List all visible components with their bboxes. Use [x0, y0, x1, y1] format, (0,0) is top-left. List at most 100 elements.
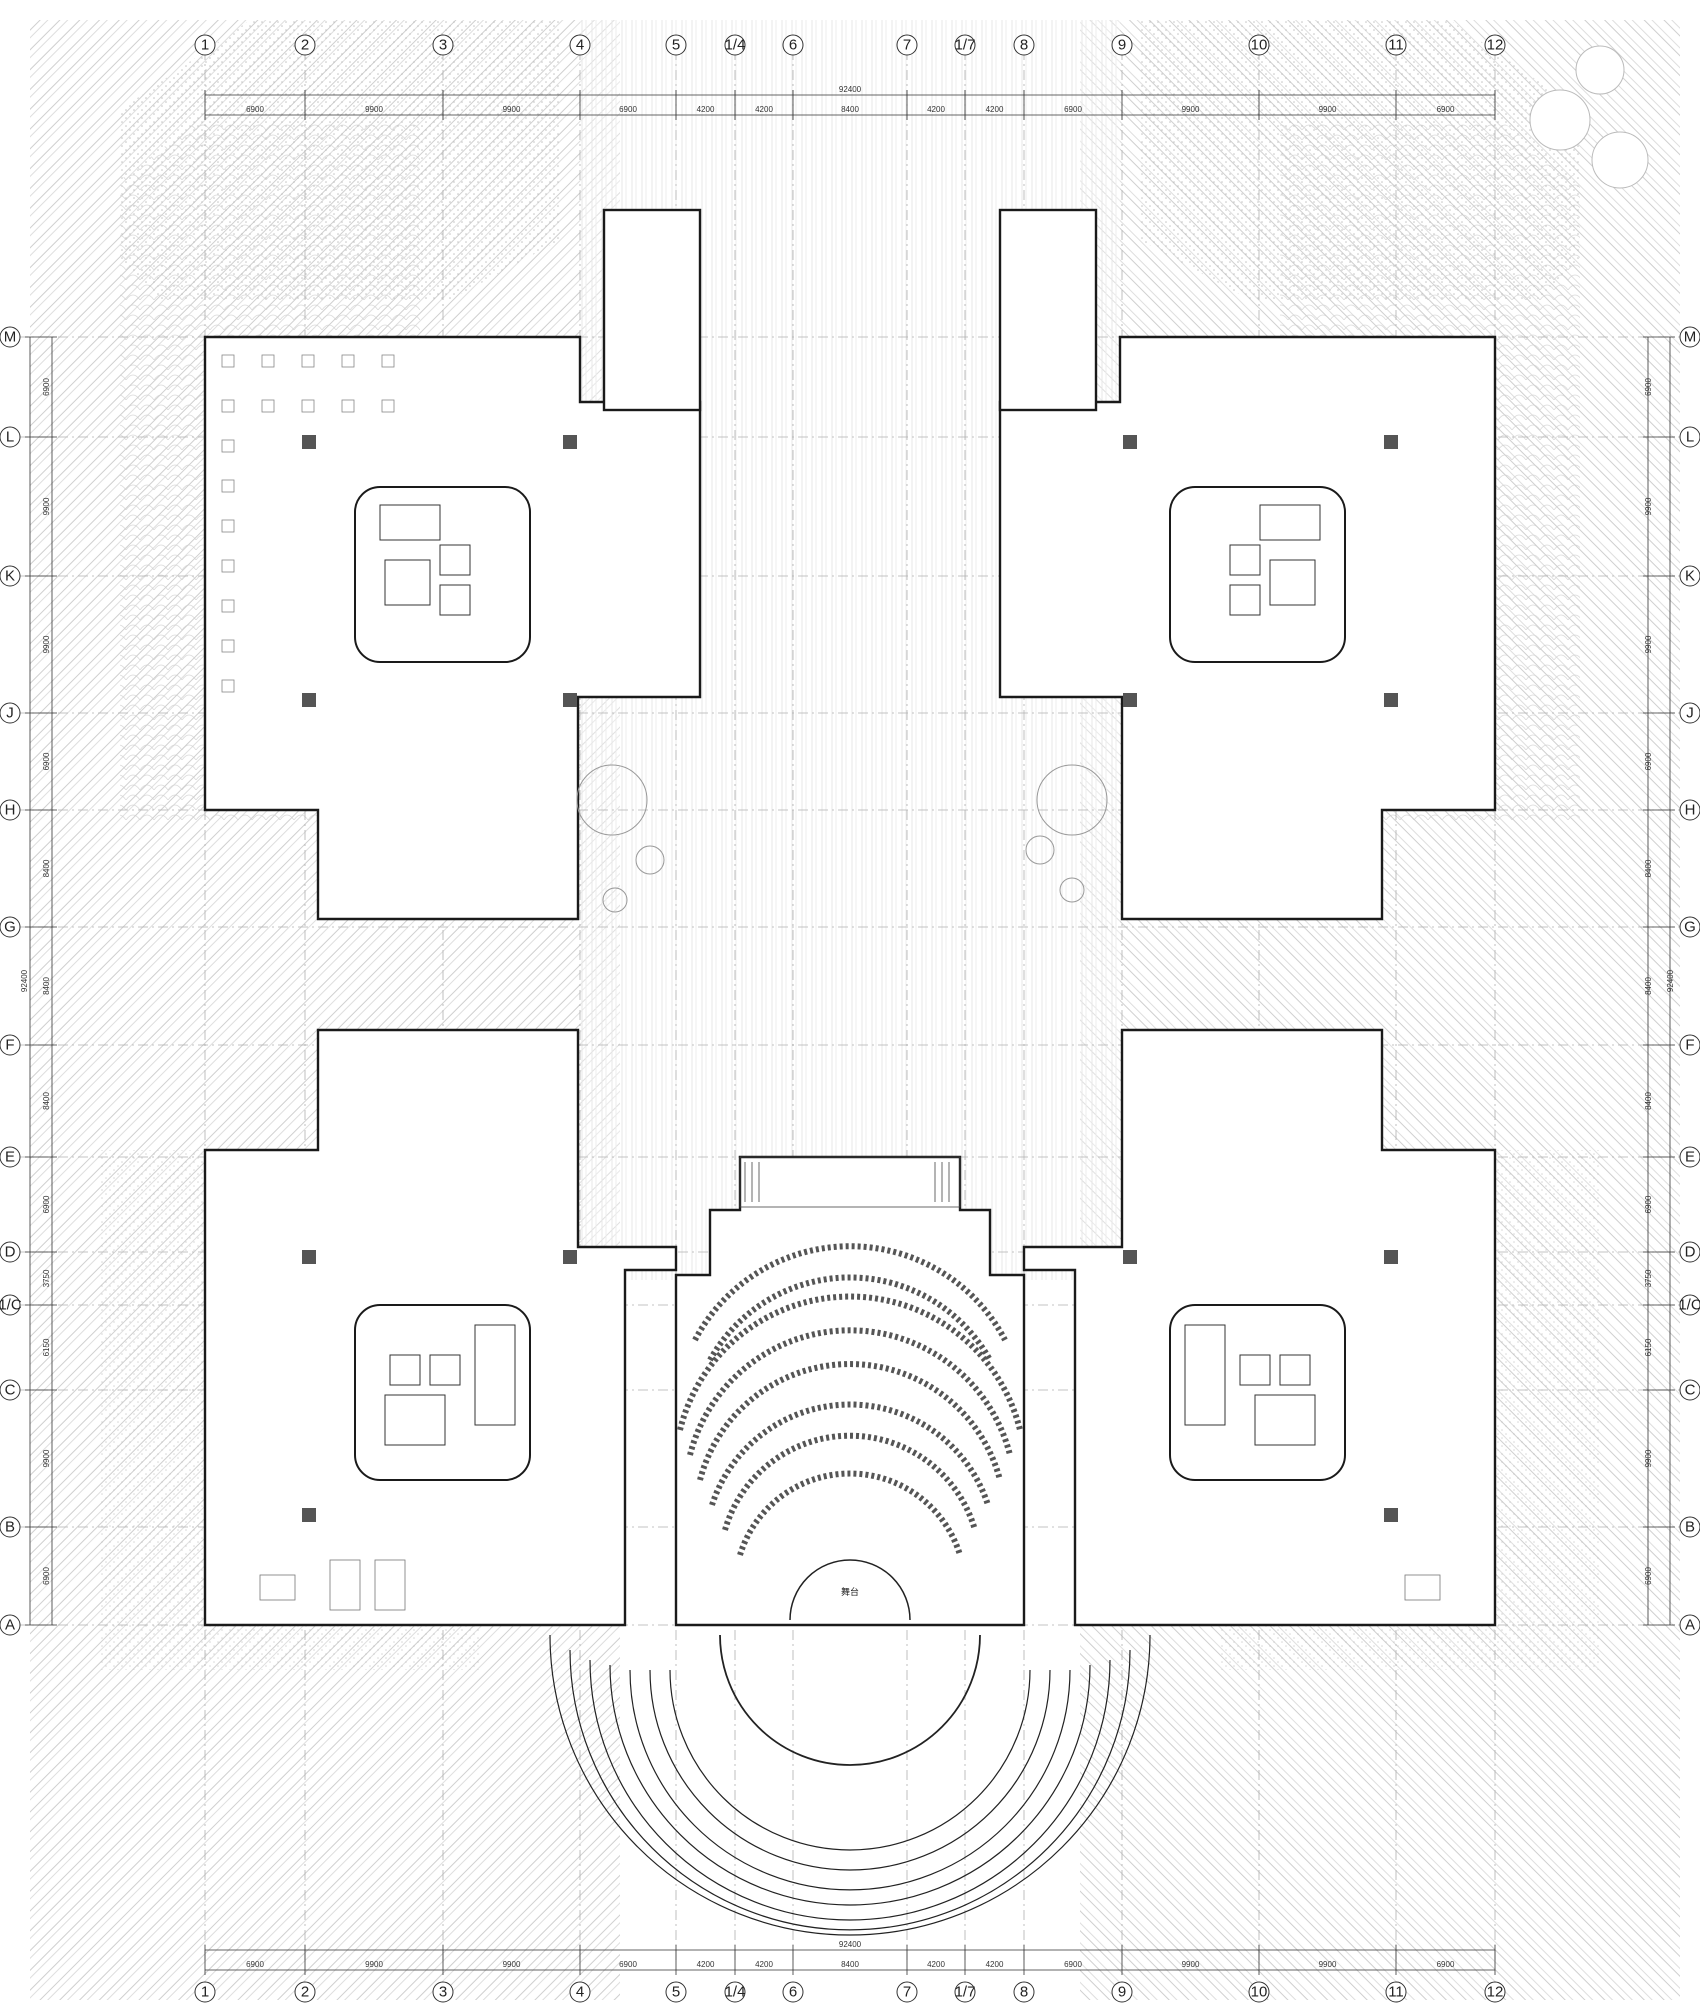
axis-row-right-7-label: E [1685, 1149, 1695, 1166]
left-dim-10: 9900 [42, 1449, 51, 1467]
right-dim-9: 6150 [1644, 1338, 1653, 1356]
axis-col-top-10: 9 [1111, 34, 1133, 56]
bottom-dim-2: 9900 [503, 1960, 521, 1969]
top-dim-6: 8400 [841, 105, 859, 114]
top-overall-dim: 92400 [839, 85, 862, 94]
left-dim-9: 6150 [42, 1338, 51, 1356]
axis-row-left-4-label: H [5, 802, 16, 819]
axis-col-top-8-label: 1/7 [955, 37, 976, 54]
axis-row-left-5: G [0, 916, 21, 938]
left-dim-11: 6900 [42, 1567, 51, 1585]
axis-col-top-11-label: 10 [1251, 37, 1268, 54]
bottom-dim-10: 9900 [1182, 1960, 1200, 1969]
axis-row-left-11-label: B [5, 1519, 15, 1536]
axis-col-top-7: 7 [896, 34, 918, 56]
top-dim-0: 6900 [246, 105, 264, 114]
stair-tower-left [602, 208, 702, 412]
axis-col-top-2-label: 3 [439, 37, 447, 54]
axis-col-bottom-5-label: 1/4 [725, 1984, 746, 2001]
left-dim-6: 8400 [42, 1092, 51, 1110]
bottom-overall-dim: 92400 [839, 1940, 862, 1949]
axis-col-bottom-7-label: 7 [903, 1984, 911, 2001]
axis-col-top-6: 6 [782, 34, 804, 56]
right-dim-1: 9900 [1644, 497, 1653, 515]
building-walls [203, 208, 1497, 1627]
stage-label: 舞台 [841, 1586, 859, 1597]
axis-col-bottom-8: 1/7 [954, 1981, 976, 2003]
axis-row-left-6: F [0, 1034, 21, 1056]
top-dim-3: 6900 [619, 105, 637, 114]
axis-row-left-12: A [0, 1614, 21, 1636]
axis-row-right-9: 1/C [1678, 1294, 1700, 1316]
axis-row-right-4-label: H [1685, 802, 1696, 819]
axis-col-bottom-11: 10 [1248, 1981, 1270, 2003]
structural-columns [302, 435, 1398, 1522]
axis-row-left-2: K [0, 565, 21, 587]
axis-row-left-6-label: F [5, 1037, 14, 1054]
axis-col-top-10-label: 9 [1118, 37, 1126, 54]
axis-row-left-8: D [0, 1241, 21, 1263]
axis-row-left-3: J [0, 702, 21, 724]
right-dim-3: 6900 [1644, 752, 1653, 770]
axis-col-bottom-1-label: 2 [301, 1984, 309, 2001]
top-dim-11: 9900 [1319, 105, 1337, 114]
axis-col-top-5-label: 1/4 [725, 37, 746, 54]
axis-col-bottom-6: 6 [782, 1981, 804, 2003]
axis-col-bottom-9-label: 8 [1020, 1984, 1028, 2001]
axis-row-right-6: F [1679, 1034, 1700, 1056]
core-bottom-left [354, 1304, 531, 1481]
bottom-dim-6: 8400 [841, 1960, 859, 1969]
right-dim-7: 6900 [1644, 1195, 1653, 1213]
axis-row-left-1: L [0, 426, 21, 448]
axis-col-top-7-label: 7 [903, 37, 911, 54]
axis-row-left-9: 1/C [0, 1294, 22, 1316]
axis-col-bottom-12: 11 [1385, 1981, 1407, 2003]
axis-col-bottom-12-label: 11 [1388, 1984, 1404, 2001]
axis-col-top-1-label: 2 [301, 37, 309, 54]
axis-row-right-8-label: D [1685, 1244, 1696, 1261]
top-dim-9: 6900 [1064, 105, 1082, 114]
axis-row-right-3-label: J [1686, 705, 1694, 722]
axis-row-left-7-label: E [5, 1149, 15, 1166]
auditorium-seating [677, 1243, 1023, 1621]
bottom-dim-1: 9900 [365, 1960, 383, 1969]
left-dim-4: 8400 [42, 859, 51, 877]
left-dim-7: 6900 [42, 1195, 51, 1213]
right-overall-dim: 92400 [1666, 969, 1675, 992]
axis-row-left-0-label: M [4, 329, 17, 346]
bottom-dim-4: 4200 [697, 1960, 715, 1969]
plaza-circles [576, 764, 1108, 913]
axis-col-top-4-label: 5 [672, 37, 680, 54]
right-dim-6: 8400 [1644, 1092, 1653, 1110]
axis-col-top-3: 4 [569, 34, 591, 56]
axis-row-right-5-label: G [1684, 919, 1696, 936]
axis-col-bottom-13: 12 [1484, 1981, 1506, 2003]
left-dim-2: 9900 [42, 635, 51, 653]
entrance-stairs [739, 1156, 961, 1208]
axis-col-top-11: 10 [1248, 34, 1270, 56]
top-dim-1: 9900 [365, 105, 383, 114]
axis-col-bottom-3-label: 4 [576, 1984, 584, 2001]
axis-row-right-6-label: F [1685, 1037, 1694, 1054]
axis-col-bottom-8-label: 1/7 [955, 1984, 976, 2001]
axis-col-bottom-2-label: 3 [439, 1984, 447, 2001]
axis-row-right-12: A [1679, 1614, 1700, 1636]
axis-col-top-13: 12 [1484, 34, 1506, 56]
axis-row-left-11: B [0, 1516, 21, 1538]
axis-row-right-3: J [1679, 702, 1700, 724]
axis-row-right-2: K [1679, 565, 1700, 587]
right-dim-8: 3750 [1644, 1269, 1653, 1287]
axis-col-top-4: 5 [665, 34, 687, 56]
axis-row-left-2-label: K [5, 568, 15, 585]
axis-row-left-9-label: 1/C [0, 1297, 22, 1314]
top-dim-5: 4200 [755, 105, 773, 114]
bottom-dim-8: 4200 [986, 1960, 1004, 1969]
axis-col-top-6-label: 6 [789, 37, 797, 54]
dimension-lines: 6900 9900 9900 6900 4200 4200 8400 4200 4200 6900… [20, 85, 1675, 1975]
left-dim-8: 3750 [42, 1269, 51, 1287]
axis-col-bottom-0-label: 1 [201, 1984, 209, 2001]
axis-col-top-1: 2 [294, 34, 316, 56]
top-dim-8: 4200 [986, 105, 1004, 114]
axis-row-right-12-label: A [1685, 1617, 1695, 1634]
